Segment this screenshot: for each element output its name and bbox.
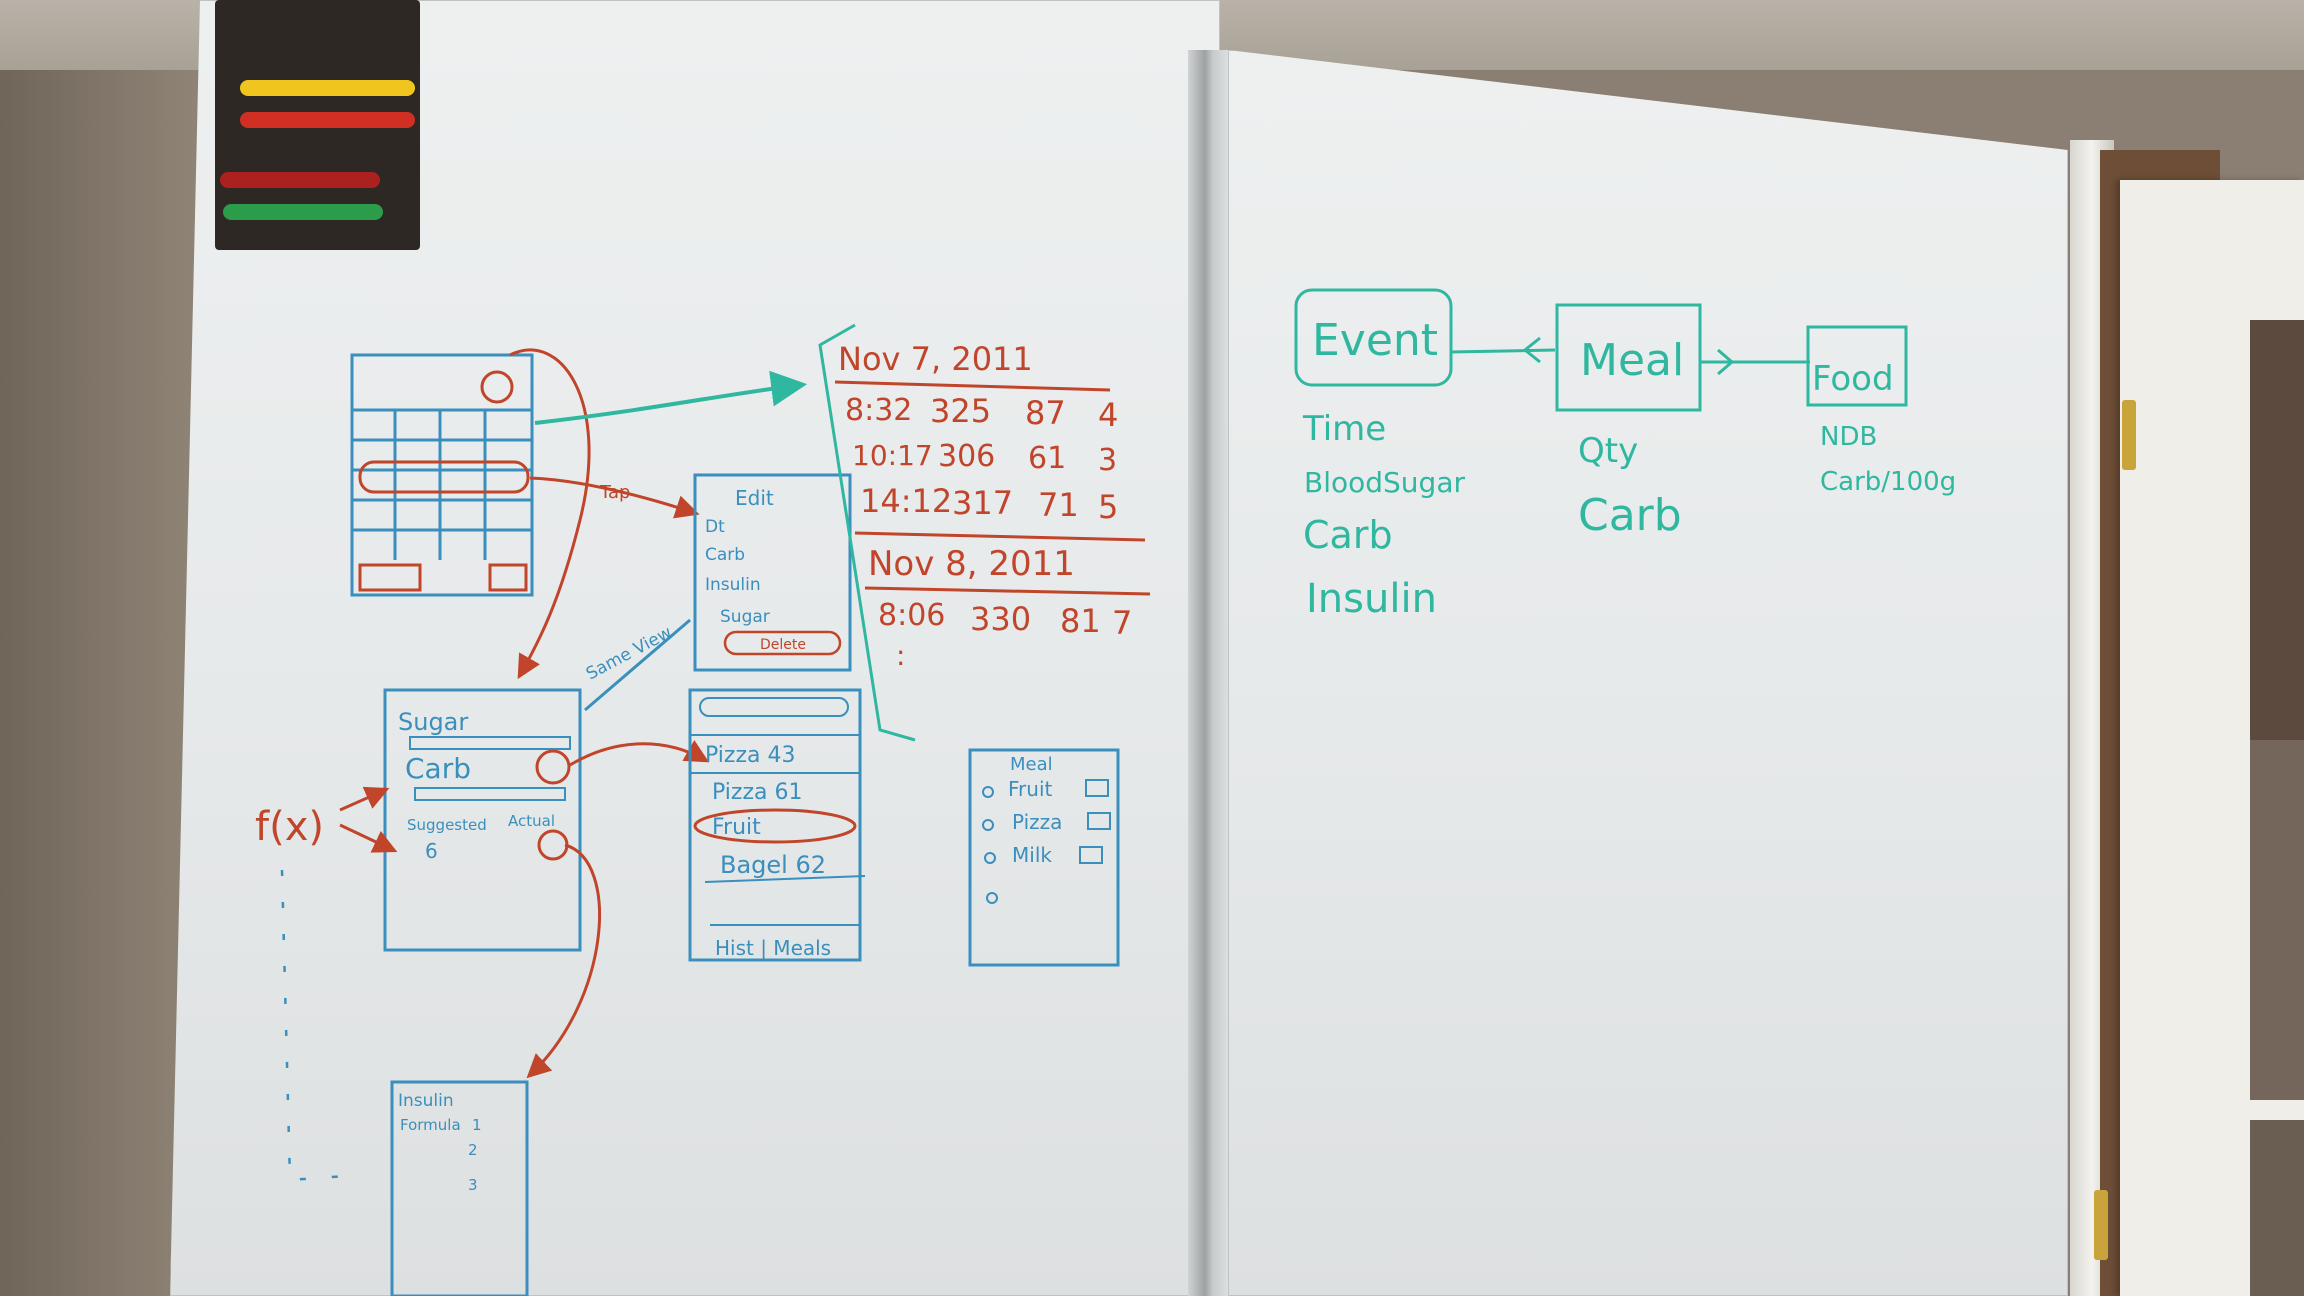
log-time: 8:06 — [878, 598, 945, 633]
door-pane-middle — [2250, 740, 2304, 1100]
whiteboard-right — [1228, 50, 2068, 1296]
board-seam — [1188, 50, 1230, 1296]
log-time: 10:17 — [852, 439, 933, 472]
log-time: 14:12 — [860, 482, 952, 520]
food-item: Bagel 62 — [720, 851, 826, 879]
log-date-1: Nov 7, 2011 — [838, 340, 1033, 378]
event-field: Carb — [1303, 513, 1393, 557]
food-field: Carb/100g — [1820, 467, 1956, 497]
food-item: Pizza 43 — [705, 743, 795, 768]
arrow-tap — [529, 476, 700, 519]
highlighted-row — [358, 460, 530, 494]
meal-field: Carb — [1578, 490, 1682, 541]
entry-suggested-value: 6 — [425, 839, 438, 863]
log-sugar: 330 — [970, 600, 1031, 638]
dark-red-marker — [220, 172, 380, 188]
edit-item-sugar: Sugar — [720, 607, 770, 627]
food-list-footer: Hist | Meals — [715, 936, 831, 960]
entry-suggested-label: Suggested — [407, 816, 487, 834]
door — [2120, 180, 2304, 1296]
fx-label: f(x) — [255, 804, 324, 850]
event-box — [1294, 288, 1453, 387]
meal-item: Fruit — [1008, 777, 1053, 801]
entry-panel: Sugar Carb Suggested Actual 6 — [383, 688, 582, 952]
same-view-label: Same View — [583, 623, 675, 685]
log-sugar: 306 — [938, 439, 995, 474]
log-insulin: 7 — [1112, 604, 1132, 642]
log-carb: 81 — [1060, 602, 1101, 640]
log-table: Nov 7, 2011 8:32 325 87 4 10:17 306 61 3… — [818, 323, 1151, 742]
arrow-to-entry — [509, 348, 591, 680]
fx-arrow-upper — [339, 786, 390, 812]
meal-item: Pizza — [1012, 810, 1062, 834]
door-hinge-lower — [2094, 1190, 2108, 1260]
meal-box — [1555, 303, 1702, 412]
log-sugar: 325 — [930, 392, 991, 430]
insulin-panel: Insulin Formula 1 2 3 — [390, 1080, 529, 1296]
model-diagram: Event Meal Food Time BloodSugar Carb Ins… — [1294, 288, 1956, 622]
log-carb: 61 — [1028, 441, 1066, 476]
log-ellipsis: : — [896, 639, 905, 672]
yellow-marker — [240, 80, 415, 96]
meal-item: Milk — [1012, 843, 1052, 867]
arrow-to-food-list — [569, 740, 710, 767]
arrow-to-insulin — [526, 843, 601, 1079]
log-insulin: 5 — [1098, 488, 1118, 526]
wireframe-grid-screen — [350, 353, 534, 597]
edit-panel: Edit Dt Carb Insulin Sugar Delete — [693, 473, 852, 672]
insulin-value: 1 — [472, 1116, 482, 1134]
arrow-to-log — [534, 370, 808, 425]
red-marker — [240, 112, 415, 128]
insulin-value: 2 — [468, 1141, 478, 1159]
event-title: Event — [1312, 315, 1438, 366]
food-item: Fruit — [712, 815, 761, 840]
meal-list-panel: Meal Fruit Pizza Milk — [968, 748, 1120, 967]
log-insulin: 3 — [1098, 443, 1117, 478]
meal-box-title: Meal — [1580, 335, 1684, 386]
insulin-title: Insulin — [398, 1091, 454, 1111]
same-view-line — [584, 618, 691, 712]
insulin-value: 3 — [468, 1176, 478, 1194]
food-field: NDB — [1820, 422, 1877, 452]
door-pane-upper — [2250, 320, 2304, 820]
fx-arrow-lower — [339, 823, 398, 853]
event-field: Time — [1302, 409, 1386, 449]
door-pane-lower — [2250, 1120, 2304, 1296]
meal-title: Meal — [1010, 754, 1053, 775]
log-sugar: 317 — [952, 484, 1013, 522]
food-item: Pizza 61 — [712, 780, 802, 805]
meal-field: Qty — [1578, 431, 1638, 471]
log-carb: 71 — [1038, 486, 1079, 524]
entry-carb-label: Carb — [405, 752, 471, 785]
edit-item-carb: Carb — [705, 545, 745, 565]
insulin-subtitle: Formula — [400, 1116, 461, 1134]
event-field: Insulin — [1306, 576, 1437, 622]
log-insulin: 4 — [1098, 396, 1118, 434]
event-field: BloodSugar — [1304, 466, 1465, 499]
circle-mark — [480, 370, 514, 404]
food-box — [1806, 325, 1908, 407]
delete-label: Delete — [760, 637, 806, 653]
dashed-guide — [280, 869, 361, 1182]
edit-title: Edit — [735, 486, 774, 510]
food-list-panel: Pizza 43 Pizza 61 Fruit Bagel 62 Hist | … — [688, 688, 866, 962]
log-carb: 87 — [1025, 394, 1066, 432]
food-box-title: Food — [1812, 359, 1894, 399]
entry-actual-label: Actual — [508, 812, 555, 830]
tap-label: Tap — [599, 482, 630, 503]
door-hinge-upper — [2122, 400, 2136, 470]
green-marker — [223, 204, 383, 220]
edit-item-dt: Dt — [705, 517, 725, 537]
marker-tray — [215, 0, 420, 250]
log-date-2: Nov 8, 2011 — [868, 544, 1075, 584]
entry-sugar-label: Sugar — [398, 708, 468, 736]
edit-item-insulin: Insulin — [705, 575, 761, 595]
log-time: 8:32 — [845, 393, 912, 428]
